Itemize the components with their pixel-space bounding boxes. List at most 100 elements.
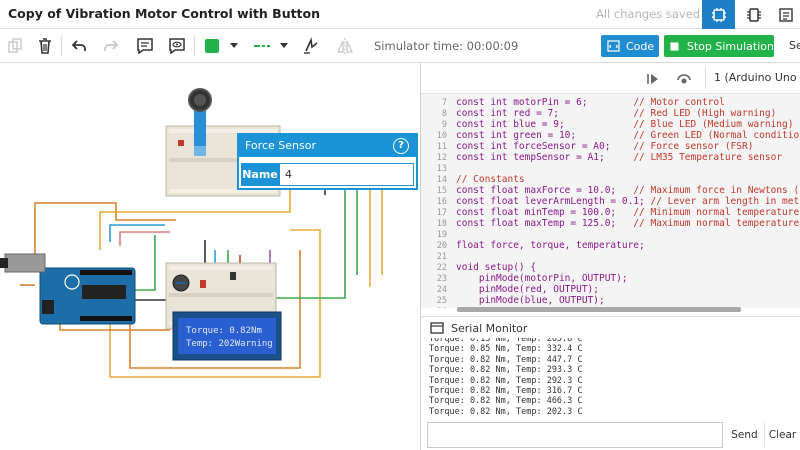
wire-style-icon	[254, 45, 272, 47]
code-line[interactable]: pinMode(red, OUTPUT);	[456, 284, 599, 295]
code-line[interactable]: const int blue = 9; // Blue LED (Medium …	[456, 119, 793, 130]
code-comment: // Maximum normal temperature	[633, 218, 800, 229]
code-spacing	[616, 185, 633, 196]
lcd-display[interactable]: Torque: 0.82Nm Temp: 202Warning	[172, 311, 282, 361]
circuit-view-button[interactable]	[702, 0, 735, 29]
force-sensor-inspector[interactable]: Force Sensor ? Name 4	[237, 133, 418, 190]
code-line[interactable]: pinMode(blue, OUTPUT);	[456, 295, 605, 306]
debug-button[interactable]	[676, 71, 692, 90]
serial-line: Torque: 0.13 Nm, Temp: 265.8 C	[429, 338, 583, 344]
copy-button[interactable]	[4, 35, 26, 57]
flip-icon	[336, 38, 354, 54]
code-line[interactable]: const int tempSensor = A1; // LM35 Tempe…	[456, 152, 782, 163]
code-text: float force, torque, temperature;	[456, 240, 645, 251]
notes-button[interactable]	[134, 35, 156, 57]
serial-input[interactable]	[427, 422, 723, 448]
code-text: pinMode(blue, OUTPUT);	[456, 295, 605, 306]
code-editor-icon	[607, 40, 620, 52]
code-spacing	[610, 141, 633, 152]
arduino-uno-board[interactable]	[0, 253, 136, 325]
redo-button[interactable]	[100, 35, 122, 57]
monitor-icon	[430, 322, 444, 334]
code-line[interactable]: const float maxTemp = 125.0; // Maximum …	[456, 218, 799, 229]
project-title[interactable]: Copy of Vibration Motor Control with But…	[8, 6, 321, 21]
code-comment: // Red LED (High warning)	[633, 108, 777, 119]
code-editor[interactable]: 7891011121314151617181920212223242526 co…	[421, 94, 800, 308]
serial-monitor-title: Serial Monitor	[451, 322, 528, 335]
share-button[interactable]: Se	[789, 39, 800, 52]
line-number: 14	[436, 175, 447, 185]
code-spacing	[605, 152, 634, 163]
serial-line: Torque: 0.82 Nm, Temp: 466.3 C	[429, 396, 583, 407]
color-swatch-fill	[205, 39, 219, 53]
line-number: 21	[436, 252, 447, 262]
rotate-icon	[304, 37, 318, 54]
redo-icon	[104, 40, 119, 51]
comment-eye-icon	[169, 38, 185, 55]
wire-style-dropdown[interactable]	[279, 35, 289, 57]
line-number-gutter: 7891011121314151617181920212223242526	[421, 94, 451, 308]
chip-icon	[746, 7, 761, 22]
stop-simulation-label: Stop Simulation	[686, 39, 774, 53]
code-spacing	[559, 108, 633, 119]
component-row[interactable]	[200, 272, 236, 288]
component-view-button[interactable]	[737, 0, 770, 29]
code-line[interactable]: const int motorPin = 6; // Motor control	[456, 97, 725, 108]
code-comment: // Force sensor (FSR)	[633, 141, 754, 152]
code-text: const float leverArmLength = 0.1;	[456, 196, 645, 207]
step-button[interactable]	[646, 71, 660, 90]
code-line[interactable]: const float maxForce = 10.0; // Maximum …	[456, 185, 800, 196]
clear-button[interactable]: Clear	[764, 423, 800, 447]
name-field-row: Name 4	[241, 163, 414, 186]
stop-simulation-button[interactable]: Stop Simulation	[664, 35, 774, 57]
line-number: 19	[436, 230, 447, 240]
send-button[interactable]: Send	[731, 429, 758, 441]
code-line[interactable]: const int red = 7; // Red LED (High warn…	[456, 108, 776, 119]
code-line[interactable]: pinMode(motorPin, OUTPUT);	[456, 273, 628, 284]
lcd-line-2: Temp: 202Warning	[186, 339, 273, 349]
temperature-sensor[interactable]	[172, 274, 190, 292]
undo-icon	[71, 40, 86, 51]
color-picker-swatch[interactable]	[204, 35, 220, 57]
schematic-list-button[interactable]	[769, 0, 800, 29]
code-comment: // Minimum normal temperature	[633, 207, 800, 218]
device-select[interactable]: 1 (Arduino Uno R	[705, 67, 800, 89]
code-line[interactable]: const float leverArmLength = 0.1; // Lev…	[456, 196, 799, 207]
flip-button[interactable]	[334, 35, 356, 57]
code-line[interactable]: // Constants	[456, 174, 525, 185]
toolbar-divider	[194, 36, 195, 56]
undo-button[interactable]	[68, 35, 90, 57]
name-field-label: Name	[241, 163, 279, 186]
help-icon[interactable]: ?	[393, 138, 409, 154]
code-line[interactable]: const float minTemp = 100.0; // Minimum …	[456, 207, 799, 218]
name-field-input[interactable]: 4	[279, 163, 414, 186]
color-dropdown[interactable]	[229, 35, 239, 57]
line-number: 15	[436, 186, 447, 196]
line-number: 9	[441, 120, 447, 130]
inspector-header: Force Sensor ?	[239, 135, 416, 157]
code-line[interactable]: void setup() {	[456, 262, 536, 273]
code-comment: // LM35 Temperature sensor	[633, 152, 783, 163]
stop-icon	[670, 41, 679, 51]
code-line[interactable]: float force, torque, temperature;	[456, 240, 645, 251]
wire-style-button[interactable]	[252, 35, 274, 57]
circuit-canvas[interactable]: Torque: 0.82Nm Temp: 202Warning Force Se…	[0, 63, 420, 450]
code-spacing	[588, 97, 634, 108]
rotate-button[interactable]	[300, 35, 322, 57]
editor-horizontal-scrollbar[interactable]	[457, 307, 741, 312]
code-line[interactable]: const int forceSensor = A0; // Force sen…	[456, 141, 753, 152]
code-button[interactable]: Code	[601, 35, 659, 57]
code-line[interactable]: const int green = 10; // Green LED (Norm…	[456, 130, 800, 141]
code-text: const int tempSensor = A1;	[456, 152, 605, 163]
circuit-drawing[interactable]: Torque: 0.82Nm Temp: 202Warning	[0, 63, 420, 450]
force-sensor[interactable]	[188, 88, 212, 156]
circuit-icon	[711, 7, 726, 22]
chevron-down-icon	[230, 43, 238, 48]
annotation-button[interactable]	[166, 35, 188, 57]
serial-line: Torque: 0.82 Nm, Temp: 447.7 C	[429, 354, 583, 365]
delete-button[interactable]	[34, 35, 56, 57]
code-panel-toolbar: 1 (Arduino Uno R	[421, 63, 800, 94]
code-spacing	[616, 207, 633, 218]
code-spacing	[616, 218, 633, 229]
